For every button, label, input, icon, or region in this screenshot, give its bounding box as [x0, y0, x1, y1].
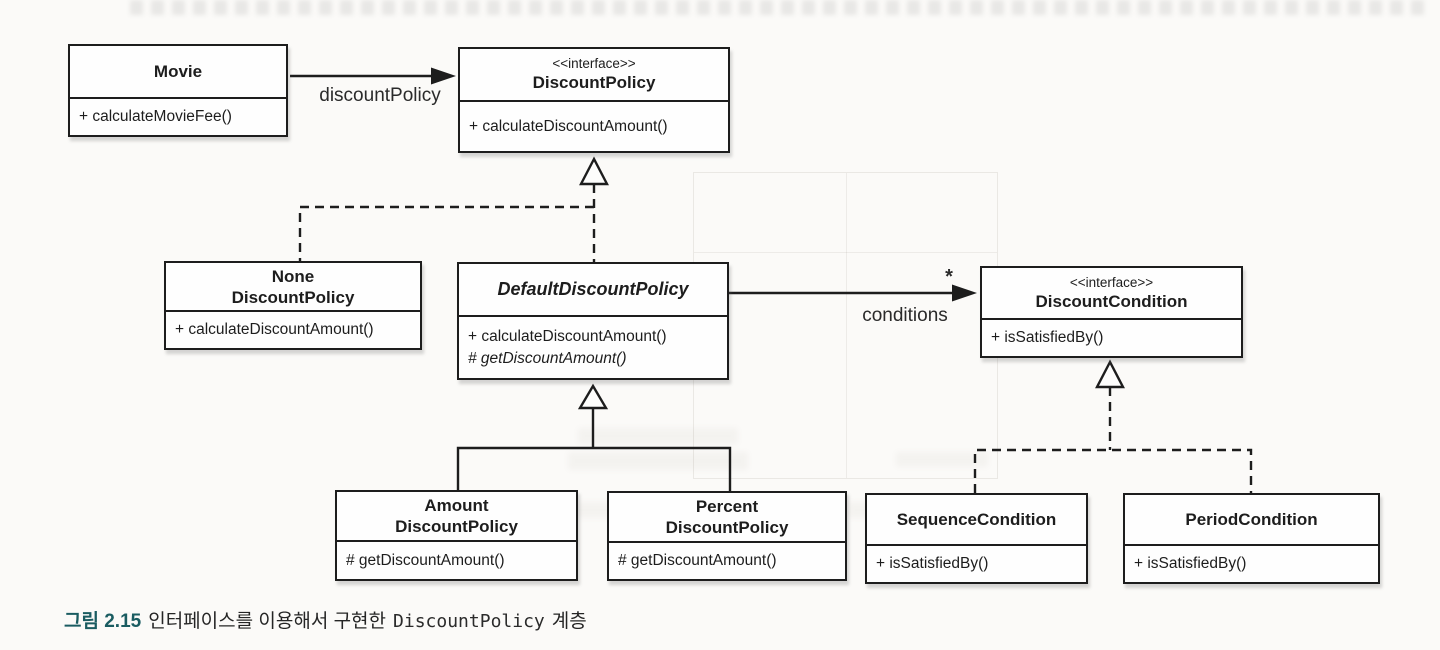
class-box-nonediscountpolicy: None DiscountPolicy + calculateDiscountA…	[164, 261, 422, 350]
class-box-periodcondition: PeriodCondition + isSatisfiedBy()	[1123, 493, 1380, 584]
caption-text: 계층	[551, 611, 587, 632]
class-box-defaultdiscountpolicy: DefaultDiscountPolicy + calculateDiscoun…	[457, 262, 729, 380]
edge-label-discountpolicy-role: discountPolicy	[319, 85, 441, 106]
class-name: Amount DiscountPolicy	[395, 496, 518, 536]
class-name: SequenceCondition	[896, 510, 1057, 529]
class-methods: + calculateDiscountAmount()	[166, 312, 420, 348]
class-box-discountpolicy: <<interface>> DiscountPolicy + calculate…	[458, 47, 730, 153]
class-methods: + calculateDiscountAmount() # getDiscoun…	[459, 317, 727, 378]
class-header: SequenceCondition	[867, 495, 1086, 546]
caption-code: DiscountPolicy	[393, 611, 545, 632]
arrowhead-icon	[431, 67, 456, 85]
method: + calculateMovieFee()	[79, 108, 232, 125]
class-methods: # getDiscountAmount()	[337, 542, 576, 579]
association-default-discountcondition	[729, 284, 977, 302]
class-header: <<interface>> DiscountCondition	[982, 268, 1241, 320]
generalization-defaultdiscountpolicy	[456, 383, 732, 491]
method: + calculateDiscountAmount()	[469, 117, 668, 135]
class-box-discountcondition: <<interface>> DiscountCondition + isSati…	[980, 266, 1243, 358]
method: + calculateDiscountAmount()	[175, 321, 374, 338]
realization-discountpolicy	[298, 156, 609, 262]
scan-artifact	[568, 452, 748, 470]
class-box-percentdiscountpolicy: Percent DiscountPolicy # getDiscountAmou…	[607, 491, 847, 581]
class-box-amountdiscountpolicy: Amount DiscountPolicy # getDiscountAmoun…	[335, 490, 578, 581]
method: + isSatisfiedBy()	[876, 555, 989, 572]
figure-caption: 그림 2.15 인터페이스를 이용해서 구현한 DiscountPolicy 계…	[64, 606, 587, 633]
hollow-triangle-icon	[579, 156, 609, 186]
class-header: None DiscountPolicy	[166, 263, 420, 312]
class-methods: + isSatisfiedBy()	[982, 320, 1241, 356]
class-name: DefaultDiscountPolicy	[497, 279, 689, 299]
method: + isSatisfiedBy()	[1134, 555, 1247, 572]
realization-discountcondition	[973, 359, 1253, 493]
hollow-triangle-icon	[1095, 359, 1125, 389]
class-header: Movie	[70, 46, 286, 99]
class-name: None DiscountPolicy	[231, 266, 355, 307]
class-methods: # getDiscountAmount()	[609, 543, 845, 579]
hollow-triangle-icon	[577, 383, 609, 410]
class-box-movie: Movie + calculateMovieFee()	[68, 44, 288, 137]
caption-text: 인터페이스를 이용해서 구현한	[148, 611, 387, 632]
stereotype: <<interface>>	[1069, 274, 1154, 290]
class-box-sequencecondition: SequenceCondition + isSatisfiedBy()	[865, 493, 1088, 584]
arrowhead-icon	[952, 284, 977, 302]
method: # getDiscountAmount()	[346, 551, 505, 569]
class-name: Percent DiscountPolicy	[665, 497, 789, 537]
association-movie-discountpolicy	[290, 67, 456, 85]
class-methods: + isSatisfiedBy()	[1125, 546, 1378, 582]
class-methods: + calculateDiscountAmount()	[460, 102, 728, 151]
class-header: Amount DiscountPolicy	[337, 492, 576, 542]
scan-artifact-top-text	[130, 0, 1430, 15]
stereotype: <<interface>>	[552, 56, 636, 71]
figure-number: 그림 2.15	[64, 611, 142, 632]
class-name: DiscountPolicy	[532, 73, 656, 92]
class-name: DiscountCondition	[1035, 291, 1188, 311]
class-methods: + calculateMovieFee()	[70, 99, 286, 135]
scan-artifact	[578, 428, 738, 444]
scan-artifact	[896, 452, 988, 467]
method: # getDiscountAmount()	[468, 349, 627, 367]
method: + calculateDiscountAmount()	[468, 327, 667, 345]
class-name: PeriodCondition	[1185, 510, 1318, 529]
method: + isSatisfiedBy()	[991, 329, 1104, 346]
method: # getDiscountAmount()	[618, 552, 777, 569]
edge-label-multiplicity-star: *	[945, 266, 953, 288]
class-header: DefaultDiscountPolicy	[459, 264, 727, 317]
class-header: Percent DiscountPolicy	[609, 493, 845, 543]
class-header: <<interface>> DiscountPolicy	[460, 49, 728, 102]
class-name: Movie	[153, 62, 203, 81]
class-methods: + isSatisfiedBy()	[867, 546, 1086, 582]
edge-label-conditions-role: conditions	[862, 305, 948, 326]
class-header: PeriodCondition	[1125, 495, 1378, 546]
